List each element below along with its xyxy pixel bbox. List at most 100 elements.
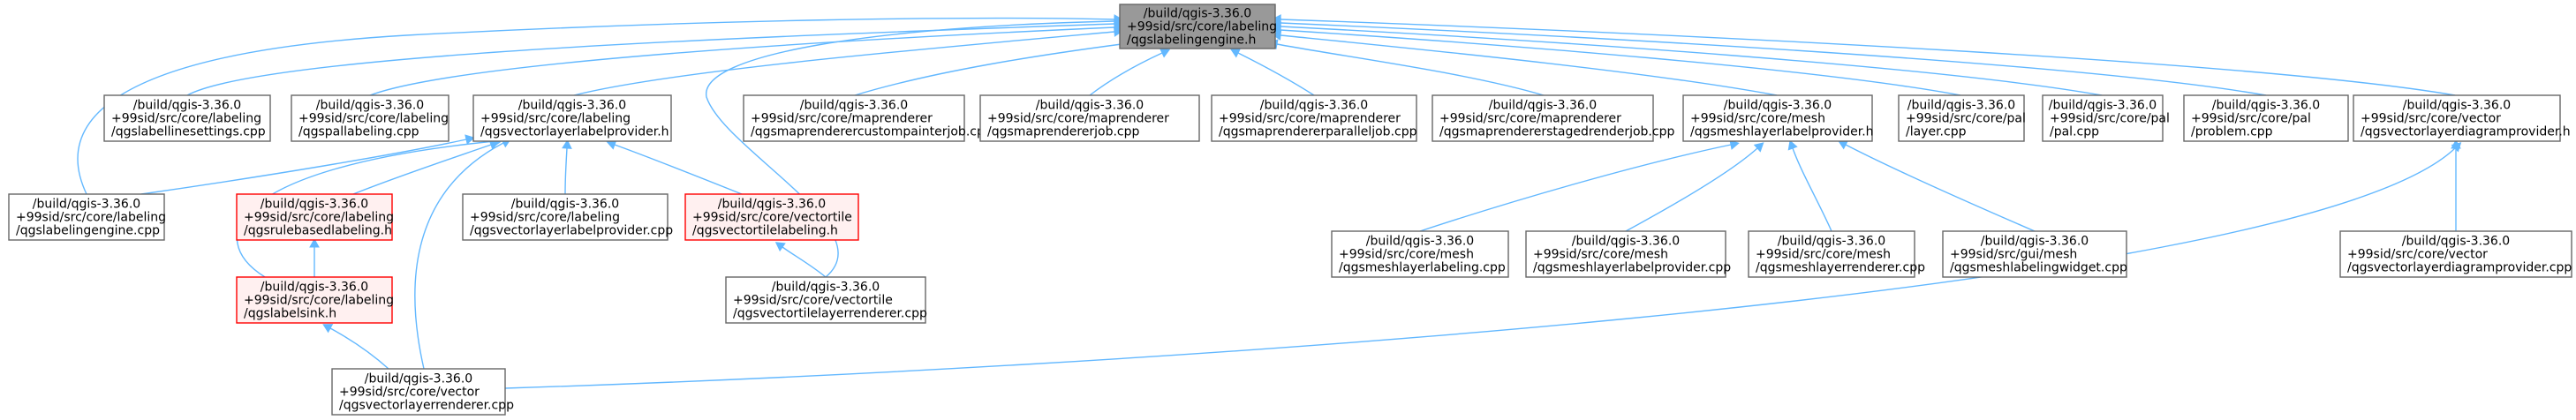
node-label-line: /build/qgis-3.36.0 [261,281,368,295]
node-label-line: +99sid/src/core/mesh [1690,112,1825,126]
dependency-edge [1625,142,1764,232]
edge-line [1089,52,1163,96]
node-label-line: /build/qgis-3.36.0 [1724,99,1832,113]
edge-line [1280,19,2456,96]
arrowhead [1114,26,1124,37]
node-label-line: +99sid/src/core/maprenderer [987,112,1169,126]
node-label-line: +99sid/src/core/maprenderer [1439,112,1621,126]
node-label-line: +99sid/src/gui/mesh [1950,248,2077,262]
file-node-n-palproblem[interactable]: /build/qgis-3.36.0+99sid/src/core/pal/pr… [2183,94,2349,142]
file-node-n-lengine-cpp[interactable]: /build/qgis-3.36.0+99sid/src/core/labeli… [8,193,166,241]
node-box [1682,94,1873,142]
file-node-n-vlrenderer[interactable]: /build/qgis-3.36.0+99sid/src/core/vector… [331,368,514,416]
file-node-n-mrjob[interactable]: /build/qgis-3.36.0+99sid/src/core/mapren… [979,94,1200,142]
node-box [1942,230,2127,278]
node-box [1748,230,1915,278]
node-label-line: /build/qgis-3.36.0 [1144,7,1251,21]
node-label-line: /build/qgis-3.36.0 [800,99,908,113]
dependency-edge [1787,139,1832,232]
node-label-line: +99sid/src/core/labeling [1127,20,1277,34]
node-box [1119,4,1276,49]
node-box [1525,230,1726,278]
node-box [979,94,1200,142]
dependency-edge [1271,21,2103,96]
file-node-n-diagramcpp[interactable]: /build/qgis-3.36.0+99sid/src/core/vector… [2339,230,2572,278]
node-label-line: +99sid/src/core/mesh [1756,248,1891,262]
node-label-line: /build/qgis-3.36.0 [718,198,826,212]
node-box [291,94,449,142]
file-node-n-vlproviderh[interactable]: /build/qgis-3.36.0+99sid/src/core/labeli… [472,94,672,142]
edge-line [1280,26,2103,96]
node-label-line: +99sid/src/core/vector [2347,248,2488,262]
node-label-line: /build/qgis-3.36.0 [1981,235,2089,249]
node-label-line: /qgsvectorlayerdiagramprovider.cpp [2347,261,2572,275]
arrowhead [465,134,475,145]
arrowhead [2451,142,2462,153]
file-node-n-vlprovidercpp[interactable]: /build/qgis-3.36.0+99sid/src/core/labeli… [462,193,673,241]
dependency-edge [140,134,475,195]
node-label-line: +99sid/src/core/labeling [470,211,620,225]
node-label-line: +99sid/src/core/vector [339,386,480,400]
edge-line [329,327,389,370]
node-box [2042,94,2164,142]
file-node-n-meshwidget[interactable]: /build/qgis-3.36.0+99sid/src/gui/mesh/qg… [1942,230,2127,278]
edge-line [352,144,492,195]
file-node-n-pallabeling[interactable]: /build/qgis-3.36.0+99sid/src/core/labeli… [291,94,449,142]
edge-line [1280,34,1778,96]
node-box [684,193,859,241]
node-label-line: /qgsvectorlayerlabelprovider.cpp [470,224,673,238]
file-node-n-pallayer[interactable]: /build/qgis-3.36.0+99sid/src/core/pal/la… [1898,94,2026,142]
node-label-line: /qgsrulebasedlabeling.h [244,224,392,238]
file-node-n-labelinesettings[interactable]: /build/qgis-3.36.0+99sid/src/core/labeli… [103,94,271,142]
node-label-line: +99sid/src/core/labeling [111,112,261,126]
file-node-n-mrparallel[interactable]: /build/qgis-3.36.0+99sid/src/core/mapren… [1211,94,1417,142]
file-node-n-diagramh[interactable]: /build/qgis-3.36.0+99sid/src/core/vector… [2353,94,2571,142]
node-label-line: +99sid/src/core/pal [1906,112,2026,126]
dependency-edge [322,324,389,370]
edge-line [1280,29,1961,96]
node-label-line: /build/qgis-3.36.0 [133,99,241,113]
arrowhead [774,242,786,252]
file-node-n-labelsink[interactable]: /build/qgis-3.36.0+99sid/src/core/labeli… [236,276,394,324]
node-label-line: /build/qgis-3.36.0 [261,198,368,212]
node-label-line: +99sid/src/core/labeling [480,112,631,126]
node-label-line: +99sid/src/core/mesh [1533,248,1668,262]
file-node-n-meshproviderh[interactable]: /build/qgis-3.36.0+99sid/src/core/mesh/q… [1682,94,1874,142]
file-node-n-palpal[interactable]: /build/qgis-3.36.0+99sid/src/core/pal/pa… [2042,94,2170,142]
node-label-line: /build/qgis-3.36.0 [365,372,472,386]
dependency-edge [1271,14,2456,96]
node-label-line: +99sid/src/core/pal [2191,112,2311,126]
dependency-edge [606,139,743,195]
node-box [2353,94,2561,142]
node-box [462,193,669,241]
node-label-line: /build/qgis-3.36.0 [1907,99,2015,113]
file-node-n-rulebased[interactable]: /build/qgis-3.36.0+99sid/src/core/labeli… [236,193,394,241]
file-node-root[interactable]: /build/qgis-3.36.0+99sid/src/core/labeli… [1119,4,1277,49]
node-label-line: +99sid/src/core/vectortile [733,294,893,308]
file-node-n-vtrenderer[interactable]: /build/qgis-3.36.0+99sid/src/core/vector… [725,276,927,324]
node-label-line: +99sid/src/core/pal [2050,112,2170,126]
file-node-n-vtlabeling[interactable]: /build/qgis-3.36.0+99sid/src/core/vector… [684,193,859,241]
dependency-edge [1838,140,2036,232]
arrowhead [309,237,320,248]
edge-line [573,31,1115,96]
file-node-n-meshrenderer[interactable]: /build/qgis-3.36.0+99sid/src/core/mesh/q… [1748,230,1925,278]
node-box [1211,94,1417,142]
file-node-n-mrstaged[interactable]: /build/qgis-3.36.0+99sid/src/core/mapren… [1432,94,1674,142]
arrowhead [322,324,334,334]
file-node-n-custompainter[interactable]: /build/qgis-3.36.0+99sid/src/core/mapren… [743,94,993,142]
node-label-line: +99sid/src/core/maprenderer [1219,112,1401,126]
file-node-n-meshprovidercpp[interactable]: /build/qgis-3.36.0+99sid/src/core/mesh/q… [1525,230,1731,278]
node-label-line: /qgsvectortilelayerrenderer.cpp [733,307,927,321]
node-label-line: /qgsmeshlayerlabelprovider.cpp [1533,261,1731,275]
arrowhead [1271,14,1281,25]
node-label-line: /build/qgis-3.36.0 [1036,99,1144,113]
node-label-line: +99sid/src/core/labeling [244,294,394,308]
file-node-n-meshlabeling[interactable]: /build/qgis-3.36.0+99sid/src/core/mesh/q… [1331,230,1509,278]
node-box [1432,94,1654,142]
node-label-line: /qgslabelingengine.h [1127,34,1256,48]
edge-line [1276,43,1545,96]
node-label-line: /qgsmeshlayerlabelprovider.h [1690,125,1874,139]
node-label-line: /qgsvectorlayerdiagramprovider.h [2361,125,2571,139]
